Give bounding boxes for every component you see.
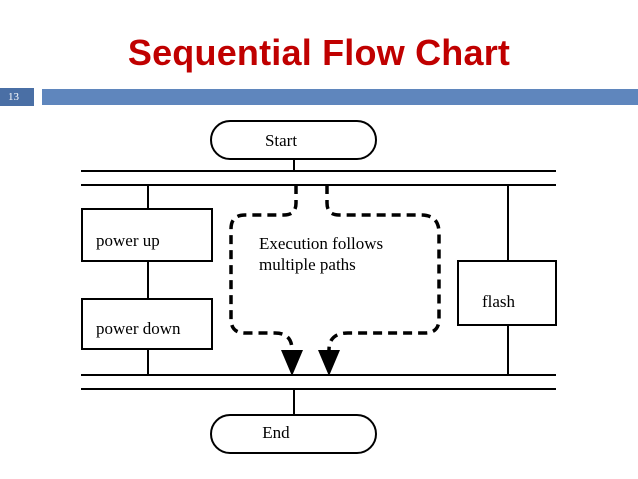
arrow-head-right-icon — [318, 350, 340, 376]
end-label: End — [262, 423, 290, 442]
end-terminal — [210, 414, 377, 454]
arrow-head-left-icon — [281, 350, 303, 376]
flash-box — [457, 260, 557, 326]
power-down-label: power down — [96, 319, 181, 338]
annotation-line-1: Execution follows — [259, 234, 383, 253]
power-up-label: power up — [96, 231, 160, 250]
execution-paths-outline — [229, 185, 441, 353]
flash-label: flash — [482, 292, 516, 311]
header-accent-bar — [42, 89, 638, 105]
slide-number: 13 — [8, 91, 19, 103]
power-up-box — [81, 208, 213, 262]
power-down-box — [81, 298, 213, 350]
page-title: Sequential Flow Chart — [127, 32, 511, 73]
slide-number-bar — [0, 88, 34, 106]
start-label: Start — [265, 131, 297, 150]
annotation-line-2: multiple paths — [259, 255, 356, 274]
